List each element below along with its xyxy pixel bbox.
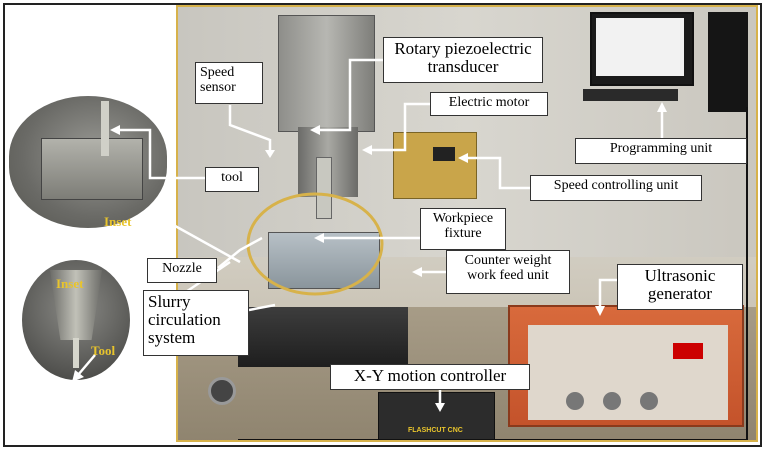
- monitor-screen: [596, 18, 684, 76]
- inset-photo-bottom: [22, 260, 130, 380]
- arrow-slurry: [248, 303, 276, 312]
- arrowhead-speed-sensor: [265, 150, 275, 158]
- arrowhead-counter-weight: [412, 267, 422, 277]
- label-electric-motor: Electric motor: [430, 92, 548, 116]
- inset-tool-rod: [101, 101, 109, 156]
- cable-bottom: [238, 439, 748, 440]
- arrow-speed-control: [465, 156, 530, 190]
- inset-tool-tip: [73, 338, 79, 368]
- inset-bottom-label: Inset: [56, 276, 84, 291]
- arrow-rotary: [318, 58, 383, 132]
- arrowhead-tool: [110, 125, 120, 135]
- arrowhead-programming: [657, 102, 667, 112]
- arrow-inset-tool: [77, 354, 96, 376]
- label-tool: tool: [205, 167, 259, 192]
- arrowhead-inset-tool: [72, 370, 84, 382]
- arrow-electric-motor: [370, 102, 430, 152]
- arrowhead-workpiece: [314, 233, 324, 243]
- arrow-tool: [118, 128, 205, 180]
- speed-display: [433, 147, 455, 161]
- arrowhead-rotary: [310, 125, 320, 135]
- arrowhead-speed-control: [458, 153, 468, 163]
- generator-display: [673, 343, 703, 359]
- label-speed-controlling-unit: Speed controlling unit: [530, 175, 702, 201]
- generator-panel: [528, 325, 728, 420]
- flashcut-controller: [378, 392, 495, 440]
- cpu-tower: [708, 12, 748, 112]
- inset-tool-label: Tool: [91, 343, 116, 358]
- arrowhead-ultrasonic: [595, 306, 605, 316]
- highlight-ellipse: [246, 192, 384, 296]
- inset-block: [41, 138, 143, 200]
- xy-wheel: [208, 377, 236, 405]
- machine-head: [278, 15, 375, 132]
- arrowhead-electric-motor: [362, 145, 372, 155]
- label-counter-weight-work-feed-unit: Counter weight work feed unit: [446, 250, 570, 294]
- label-programming-unit: Programming unit: [575, 138, 747, 164]
- arrow-speed-sensor: [228, 105, 272, 152]
- label-workpiece-fixture: Workpiece fixture: [420, 208, 506, 250]
- label-nozzle: Nozzle: [147, 258, 217, 283]
- arrow-nozzle: [217, 236, 263, 269]
- generator-knob-1: [566, 392, 584, 410]
- label-xy-motion-controller: X-Y motion controller: [330, 364, 530, 390]
- inset-photo-top: [9, 96, 167, 228]
- arrowhead-xy: [435, 403, 445, 412]
- keyboard: [583, 89, 678, 101]
- cable-right: [746, 107, 748, 440]
- label-speed-sensor: Speed sensor: [195, 62, 263, 104]
- speed-control-box: [393, 132, 477, 199]
- arrow-inset-link-1: [167, 220, 241, 264]
- inset-top-label: Inset: [104, 214, 132, 229]
- label-slurry-circulation-system: Slurry circulation system: [143, 290, 249, 356]
- xy-table: [238, 307, 408, 367]
- label-rotary-piezoelectric-transducer: Rotary piezoelectric transducer: [383, 37, 543, 83]
- generator-knob-2: [603, 392, 621, 410]
- spindle: [316, 157, 332, 219]
- label-ultrasonic-generator: Ultrasonic generator: [617, 264, 743, 310]
- flashcut-label: FLASHCUT CNC: [408, 427, 463, 434]
- generator-knob-3: [640, 392, 658, 410]
